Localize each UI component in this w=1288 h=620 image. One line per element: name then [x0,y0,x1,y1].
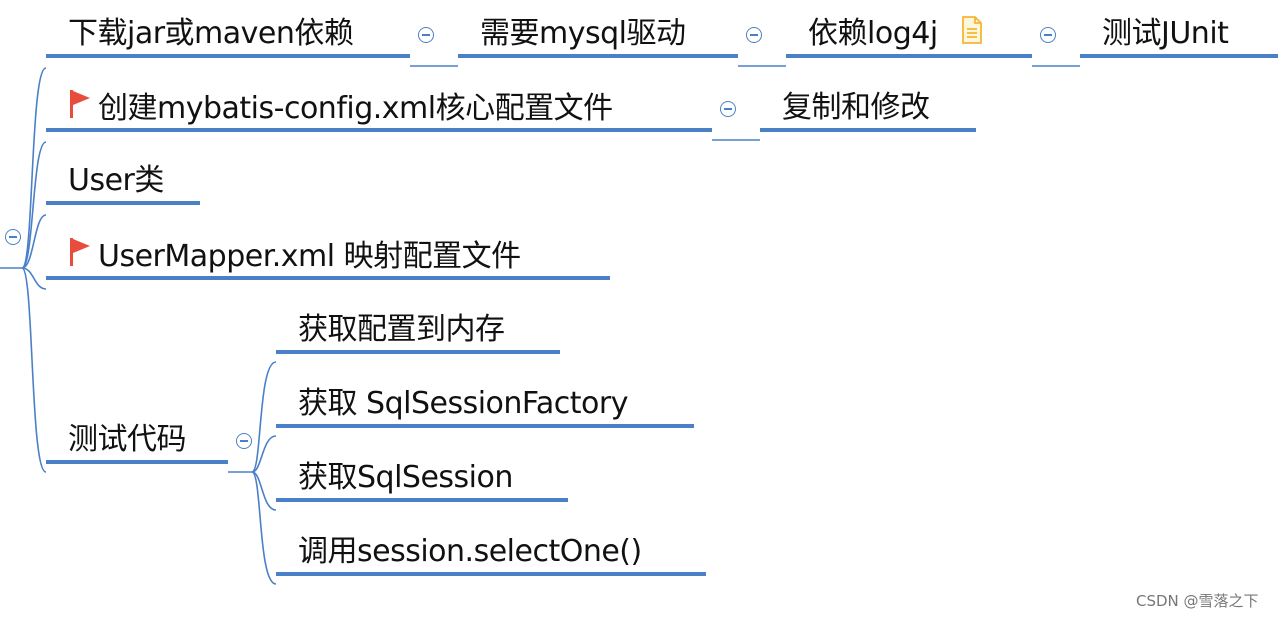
deps-child-junit-label: 测试JUnit [1102,16,1229,51]
branch-user-label: User类 [68,163,164,198]
deps-child-junit[interactable]: 测试JUnit [1080,14,1278,58]
test-child-load-config-underline [276,350,560,354]
deps-child-mysql[interactable]: 需要mysql驱动 [458,14,738,58]
root-collapse-icon[interactable] [5,229,21,245]
branch-user[interactable]: User类 [46,161,200,205]
test-child-session[interactable]: 获取SqlSession [276,458,568,502]
config-collapse-icon[interactable] [720,101,736,117]
test-child-session-label: 获取SqlSession [298,460,513,495]
test-child-load-config-label: 获取配置到内存 [298,312,505,347]
deps-child-junit-underline [1080,54,1278,58]
branch-mapper[interactable]: UserMapper.xml 映射配置文件 [46,236,610,280]
branch-mapper-underline [46,276,610,280]
branch-deps-underline [46,54,410,58]
test-child-select-one-underline [276,572,706,576]
branch-user-underline [46,201,200,205]
branch-config-underline [46,128,712,132]
log4j-collapse-icon[interactable] [1040,27,1056,43]
watermark: CSDN @雪落之下 [1136,592,1259,610]
deps-child-log4j[interactable]: 依赖log4j [786,14,1032,58]
document-note-icon[interactable] [961,15,983,55]
test-child-factory[interactable]: 获取 SqlSessionFactory [276,384,694,428]
branch-test[interactable]: 测试代码 [46,420,228,464]
branch-test-label: 测试代码 [68,422,187,457]
branch-deps[interactable]: 下载jar或maven依赖 [46,14,410,58]
deps-child-log4j-underline [786,54,1032,58]
branch-deps-label: 下载jar或maven依赖 [68,16,354,51]
config-child-copy[interactable]: 复制和修改 [760,88,976,132]
branch-config-label: 创建mybatis-config.xml核心配置文件 [98,91,613,126]
mysql-collapse-icon[interactable] [746,27,762,43]
red-flag-icon [68,88,92,131]
config-child-copy-underline [760,128,976,132]
test-child-load-config[interactable]: 获取配置到内存 [276,310,560,354]
test-child-factory-underline [276,424,694,428]
test-child-select-one[interactable]: 调用session.selectOne() [276,532,706,576]
branch-config[interactable]: 创建mybatis-config.xml核心配置文件 [46,88,712,132]
branch-test-underline [46,460,228,464]
config-child-copy-label: 复制和修改 [782,90,930,125]
branch-mapper-label: UserMapper.xml 映射配置文件 [98,239,521,274]
deps-child-log4j-label: 依赖log4j [808,16,938,51]
red-flag-icon [68,236,92,279]
test-collapse-icon[interactable] [236,433,252,449]
deps-child-mysql-underline [458,54,738,58]
test-child-session-underline [276,498,568,502]
test-child-factory-label: 获取 SqlSessionFactory [298,386,629,421]
deps-child-mysql-label: 需要mysql驱动 [480,16,686,51]
test-child-select-one-label: 调用session.selectOne() [298,534,642,569]
deps-collapse-icon[interactable] [418,27,434,43]
